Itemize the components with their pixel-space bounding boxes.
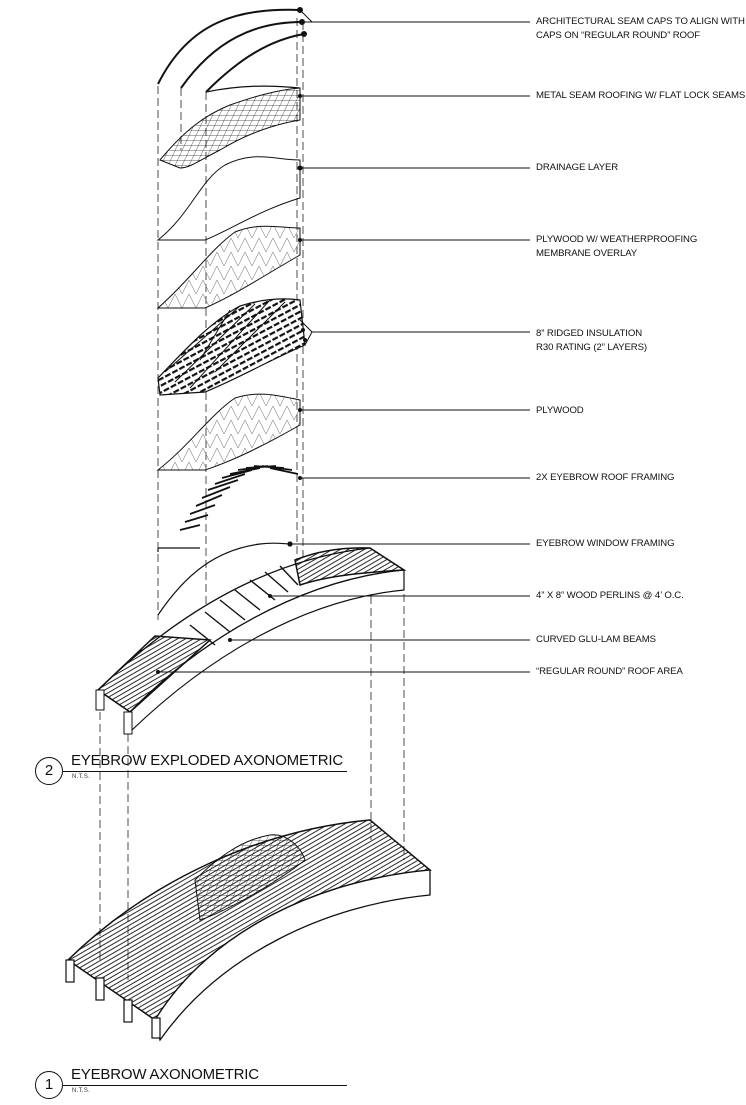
callout-plywood: PLYWOOD: [536, 405, 584, 416]
callout-wood-perlins: 4” x 8” WOOD PERLINS @ 4’ O.C.: [536, 590, 684, 601]
leader-lines: [158, 21, 530, 673]
detail-number: 1: [35, 1071, 63, 1099]
title-underline: [63, 771, 347, 772]
title-label: EYEBROW EXPLODED AXONOMETRIC: [71, 752, 343, 769]
title-label: EYEBROW AXONOMETRIC: [71, 1066, 259, 1083]
layer-window-framing: [157, 541, 293, 616]
callout-roof-framing: 2x EYEBROW ROOF FRAMING: [536, 472, 675, 483]
scale-note: N.T.S.: [72, 1088, 91, 1094]
detail-number: 2: [35, 757, 63, 785]
callout-window-framing: EYEBROW WINDOW FRAMING: [536, 538, 675, 549]
callout-regular-round-roof: “REGULAR ROUND” ROOF AREA: [536, 666, 683, 677]
title-underline: [63, 1085, 347, 1086]
layer-plywood-membrane: [156, 225, 302, 309]
scale-note: N.T.S.: [72, 774, 91, 780]
layer-roof-framing: [179, 465, 302, 531]
layer-plywood: [156, 393, 302, 471]
callout-metal-seam-roofing: METAL SEAM ROOFING w/ FLAT LOCK SEAMS: [536, 90, 746, 101]
layer-insulation: [157, 298, 313, 396]
layer-metal-seam-roofing: [159, 85, 302, 169]
callout-glu-lam-beams: CURVED GLU-LAM BEAMS: [536, 634, 656, 645]
assembled-roof: [65, 819, 432, 1042]
callout-drainage-layer: DRAINAGE LAYER: [536, 162, 619, 173]
layer-seam-caps: [157, 7, 314, 93]
exploded-roof-assembly: [95, 547, 407, 735]
